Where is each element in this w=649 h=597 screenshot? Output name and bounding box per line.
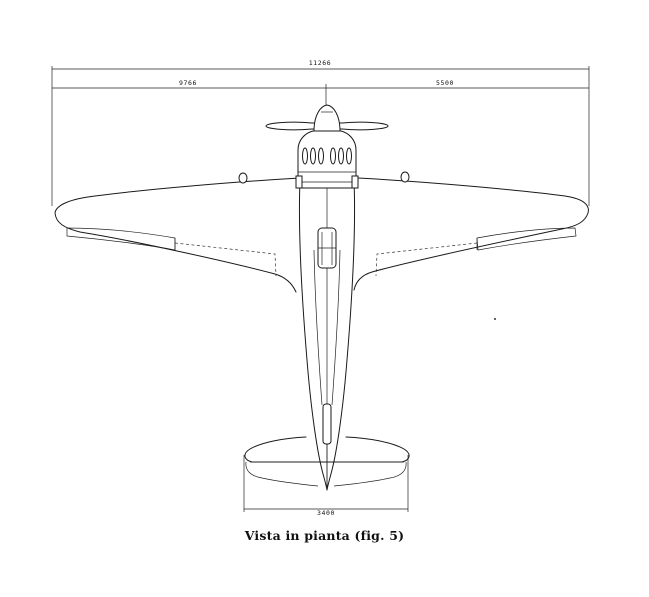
wing-bump-right (400, 171, 410, 183)
cowling-cylinder-bumps (302, 147, 352, 165)
left-span-label: 9766 (179, 79, 197, 87)
overall-span-label: 11266 (309, 59, 332, 67)
right-span-label: 5500 (436, 79, 454, 87)
propeller-spinner (313, 104, 341, 132)
engine-cowling (295, 130, 359, 189)
tailplane-span-label: 3400 (317, 509, 335, 517)
wing-bump-left (238, 172, 248, 184)
fuselage (298, 112, 356, 491)
overall-span-dimension: 11266 (51, 59, 590, 206)
main-wing (54, 177, 589, 293)
figure-caption: Vista in pianta (fig. 5) (244, 528, 405, 543)
tailplane: 3400 (243, 436, 410, 517)
scan-dot (494, 318, 496, 320)
